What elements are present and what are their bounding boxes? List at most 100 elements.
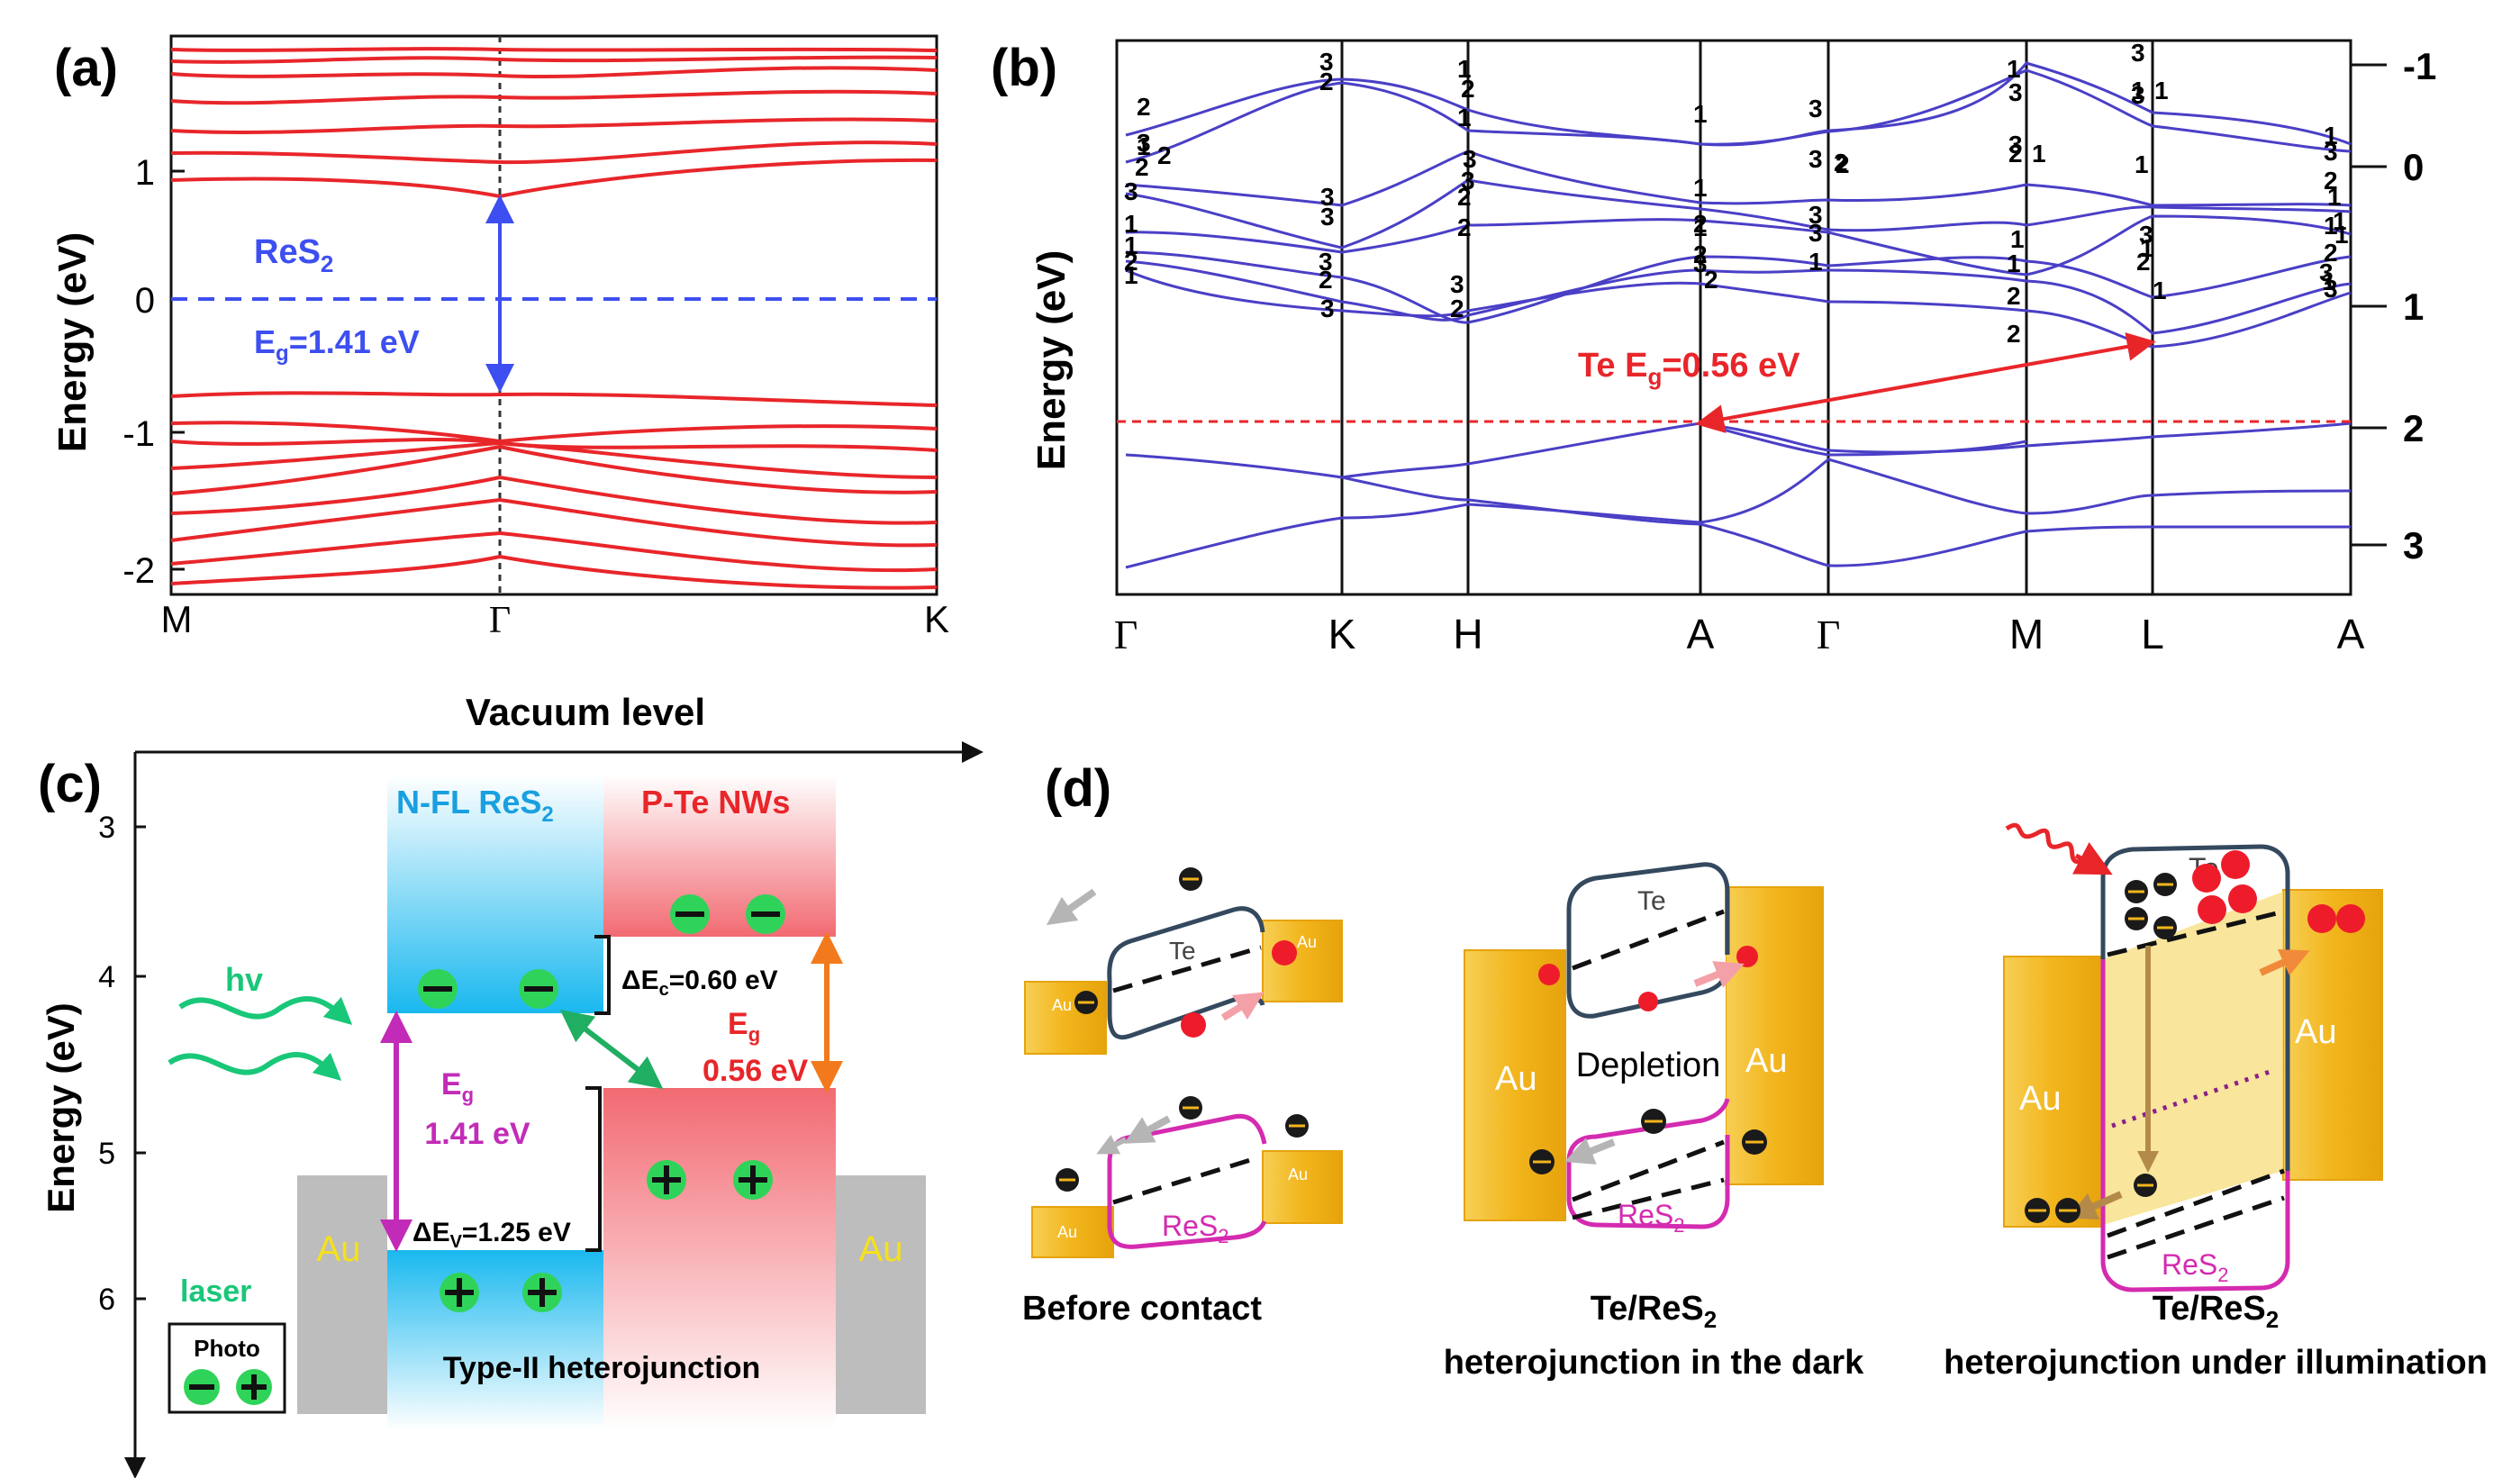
panel-c-eg-res2-value: 1.41 eV	[424, 1117, 530, 1151]
panel-a-label: (a)	[54, 39, 118, 97]
svg-text:Au: Au	[2295, 1013, 2336, 1051]
au-block	[1031, 1206, 1114, 1258]
panel-c-te-conduction-band	[603, 775, 836, 937]
band-index-label: 3	[1320, 295, 1335, 322]
band-index-label: 1	[2140, 234, 2154, 262]
band-index-label: 2	[1135, 153, 1149, 181]
panel-c-res2-valence-band	[387, 1250, 603, 1430]
panel-a-kpoint: Γ	[489, 600, 511, 641]
band-index-label: 1	[1137, 132, 1151, 160]
panel-b-kpoint: Γ	[1114, 612, 1138, 657]
panel-a-gap-label: Eg=1.41 eV	[254, 323, 420, 366]
panel-c-electrons	[418, 894, 785, 1009]
band-index-label: 3	[1808, 145, 1823, 173]
band-index-label: 2	[2324, 239, 2338, 267]
panel-a-ytick: 0	[135, 281, 155, 321]
panel-b-kpoint: L	[2141, 611, 2164, 657]
band-index-label: 2	[1124, 248, 1138, 276]
panel-c-yticks: 3 4 5 6	[98, 811, 146, 1317]
band-index-label: 3	[1319, 248, 1333, 276]
illumination-diagram: Au Au Te ReS2	[1944, 822, 2488, 1382]
panel-c-photon-waves	[168, 995, 353, 1082]
panel-c: (c) Vacuum level Energy (eV) 3 4 5 6 Au …	[38, 691, 984, 1478]
band-index-label: 1	[2153, 277, 2167, 304]
panel-b-ytick: 1	[2403, 286, 2424, 328]
panel-a-material: ReS2	[254, 233, 333, 277]
band-index-label: 3	[1461, 167, 1475, 195]
panel-d: (d) Au Au Te Au Au ReS2	[1022, 759, 2488, 1382]
panel-b-ytick: 0	[2403, 146, 2424, 188]
panel-a-kpoint: M	[161, 598, 193, 640]
au-block	[1725, 886, 1824, 1185]
band-index-label: 1	[1124, 261, 1138, 289]
panel-a-frame	[169, 34, 938, 596]
panel-a-ytick: 1	[135, 153, 155, 193]
au-block	[2003, 956, 2104, 1228]
band-index-label: 3	[2131, 81, 2145, 109]
band-index-label: 2	[2008, 140, 2023, 168]
band-index-label: 3	[1808, 219, 1823, 247]
hole-icon	[2192, 864, 2221, 893]
panel-c-delta-ev: ΔEV=1.25 eV	[412, 1218, 571, 1252]
band-index-label: 1	[2322, 267, 2336, 295]
band-index-label: 1	[2333, 207, 2347, 235]
panel-c-eg-te-symbol: Eg	[728, 1007, 760, 1046]
panel-b: (b) Energy (eV) -1 0 1 2 3 Γ K	[991, 39, 2436, 657]
panel-d-caption-dark-2: heterojunction in the dark	[1444, 1344, 1864, 1382]
svg-text:Au: Au	[2019, 1080, 2061, 1118]
panel-a-kpoint: K	[924, 598, 949, 640]
panel-b-ylabel: Energy (eV)	[1029, 250, 1074, 471]
band-index-label: 1	[1124, 231, 1138, 259]
band-index-label: 1	[1693, 174, 1708, 202]
res2-label: ReS2	[2162, 1248, 2229, 1286]
hole-icon	[1272, 940, 1297, 966]
band-index-label: 1	[2324, 122, 2338, 150]
band-index-label: 1	[1693, 100, 1708, 128]
band-index-label: 1	[2131, 77, 2145, 104]
panel-d-caption-before: Before contact	[1022, 1290, 1262, 1328]
panel-c-ytick: 3	[98, 811, 115, 845]
band-index-label: 3	[1693, 249, 1708, 277]
panel-a-bands	[170, 47, 938, 590]
panel-b-ytick: -1	[2403, 45, 2436, 87]
band-index-label: 1	[1693, 213, 1708, 241]
panel-c-delta-ev-bracket	[585, 1086, 602, 1252]
band-index-label: 1	[1124, 210, 1138, 238]
panel-c-au-right-block	[836, 1175, 926, 1414]
band-index-label: 2	[1319, 266, 1333, 294]
panel-b-kpoint: Γ	[1817, 612, 1841, 657]
panel-c-junction-label: Type-II heterojunction	[443, 1351, 761, 1385]
band-index-label: 1	[2032, 140, 2046, 168]
band-index-label: 2	[1457, 213, 1472, 241]
band-index-label: 2	[2136, 248, 2151, 276]
panel-b-ytick: 2	[2403, 407, 2424, 449]
band-index-label: 3	[1808, 95, 1823, 122]
band-index-label: 1	[2324, 212, 2338, 240]
svg-text:Au: Au	[1745, 1042, 1787, 1080]
au-block	[1262, 1150, 1343, 1224]
panel-c-holes	[440, 1160, 773, 1312]
band-index-label: 3	[1463, 145, 1477, 173]
band-index-label: 2	[1319, 68, 1334, 95]
panel-b-bands	[1125, 61, 2352, 569]
band-index-label: 1	[1457, 55, 1472, 83]
panel-b-kpoint: A	[2337, 611, 2365, 657]
panel-d-caption-illum-1: Te/ReS2	[2153, 1290, 2279, 1333]
au-block	[1464, 949, 1566, 1221]
panel-c-ytick: 6	[98, 1283, 115, 1317]
band-index-label: 3	[2324, 138, 2338, 166]
hole-icon	[2307, 904, 2336, 933]
svg-text:Au: Au	[1297, 933, 1317, 951]
panel-b-kpoint: M	[2009, 611, 2044, 657]
hole-icon	[1736, 946, 1758, 967]
band-index-label: 3	[1320, 183, 1335, 211]
band-index-label: 2	[1450, 295, 1464, 322]
band-index-label: 3	[1320, 203, 1335, 231]
band-index-label: 3	[2139, 221, 2153, 249]
svg-text:Au: Au	[1495, 1060, 1536, 1098]
res2-label: ReS2	[1162, 1210, 1229, 1247]
band-index-label: 2	[1704, 266, 1718, 294]
hole-icon	[2336, 904, 2365, 933]
panel-a-ylabel: Energy (eV)	[50, 232, 95, 453]
panel-c-xlabel: Vacuum level	[466, 691, 705, 733]
